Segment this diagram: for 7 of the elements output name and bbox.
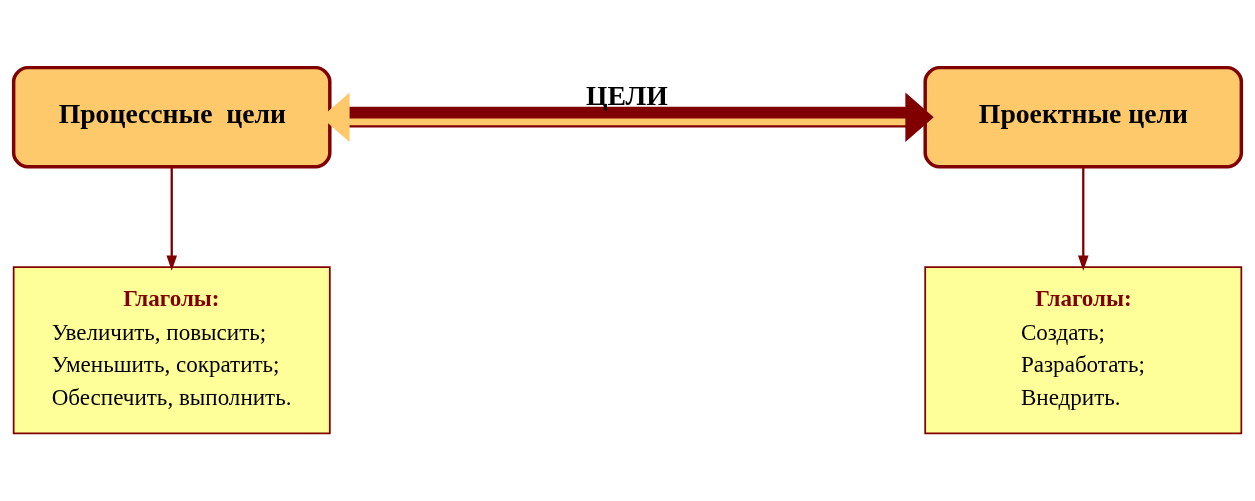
- arrow: [166, 167, 177, 271]
- node-box: Глаголы: Создать; Разработать; Внедрить.: [924, 266, 1243, 435]
- edge-label: ЦЕЛИ: [585, 79, 668, 111]
- node-box: Проектные цели: [923, 65, 1244, 169]
- node-box: Глаголы: Увеличить, повысить; Уменьшить, сократить; Обеспечить, выполнить.: [12, 266, 331, 435]
- arrow: [1078, 167, 1089, 271]
- node-box: Процессные цели: [11, 65, 332, 169]
